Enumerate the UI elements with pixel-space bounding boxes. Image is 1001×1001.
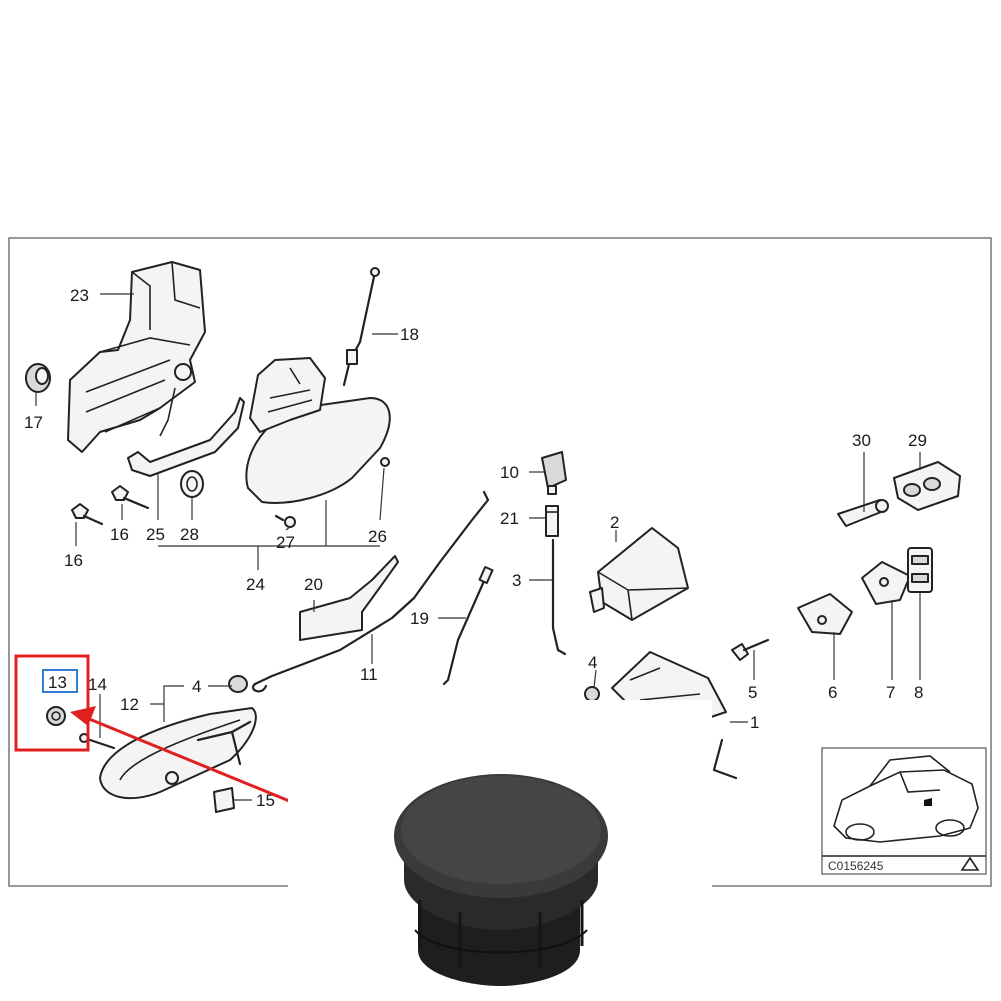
plate-7 [861, 561, 911, 605]
rod-11 [253, 490, 490, 686]
callout-28: 28 [180, 525, 199, 544]
callout-16b: 16 [64, 551, 83, 570]
rod-11-hook [252, 682, 268, 693]
callout-2: 2 [610, 513, 619, 532]
callout-20: 20 [304, 575, 323, 594]
grommet-4a [228, 675, 248, 693]
screw-16a [111, 485, 150, 510]
switch-10 [541, 451, 567, 495]
callout-19: 19 [410, 609, 429, 628]
screw-5 [731, 638, 770, 661]
callout-27: 27 [276, 533, 295, 552]
gasket-28 [180, 470, 204, 498]
rod-19 [442, 570, 490, 686]
callout-7: 7 [886, 683, 895, 702]
callout-25: 25 [146, 525, 165, 544]
central-lock-actuator-2 [589, 527, 689, 621]
callout-13-box [42, 669, 78, 693]
grommet-4b [584, 686, 600, 702]
highlight-box [14, 654, 90, 752]
screw-16b [71, 503, 104, 526]
callout-12: 12 [120, 695, 139, 714]
handle-carrier-25 [127, 397, 245, 477]
callout-18: 18 [400, 325, 419, 344]
key-cylinder-30 [837, 499, 889, 527]
leader-lines [35, 293, 921, 801]
callout-26: 26 [368, 527, 387, 546]
lock-cylinder-29 [893, 461, 961, 511]
rod-3 [551, 538, 567, 656]
catalog-number: C0156245 [828, 859, 884, 873]
callout-4b: 4 [588, 653, 597, 672]
door-lock-mechanism [67, 261, 206, 453]
inner-handle-12 [99, 707, 257, 800]
callout-5: 5 [748, 683, 757, 702]
callout-3: 3 [512, 571, 521, 590]
gasket-8 [907, 547, 933, 593]
outer-door-handle-26 [245, 357, 391, 504]
callout-11: 11 [360, 665, 378, 684]
screw-27 [274, 514, 296, 528]
callout-10: 10 [500, 463, 519, 482]
callout-labels: 23 18 17 16 16 25 28 27 26 24 20 10 21 3… [24, 286, 927, 810]
callout-6: 6 [828, 683, 837, 702]
callout-23: 23 [70, 286, 89, 305]
callout-8: 8 [914, 683, 923, 702]
vehicle-thumbnail: C0156245 [821, 747, 987, 875]
bracket-20 [299, 555, 399, 641]
cover-cap-photo [394, 774, 608, 986]
clip-15 [213, 787, 235, 813]
callout-16a: 16 [110, 525, 129, 544]
callout-14: 14 [88, 675, 107, 694]
callout-30: 30 [852, 431, 871, 450]
callout-15: 15 [256, 791, 275, 810]
callout-17: 17 [24, 413, 43, 432]
rod-19-clip [478, 565, 494, 585]
lock-cable-18 [342, 267, 380, 387]
callout-13: 13 [48, 673, 67, 692]
callout-1: 1 [750, 713, 759, 732]
cover-cap-13 [46, 706, 66, 726]
callout-4a: 4 [192, 677, 201, 696]
bracket-6 [797, 593, 853, 635]
callout-24: 24 [246, 575, 265, 594]
callout-21: 21 [500, 509, 519, 528]
pin-21 [545, 505, 559, 537]
callout-29: 29 [908, 431, 927, 450]
grommet-part-17 [25, 363, 51, 393]
